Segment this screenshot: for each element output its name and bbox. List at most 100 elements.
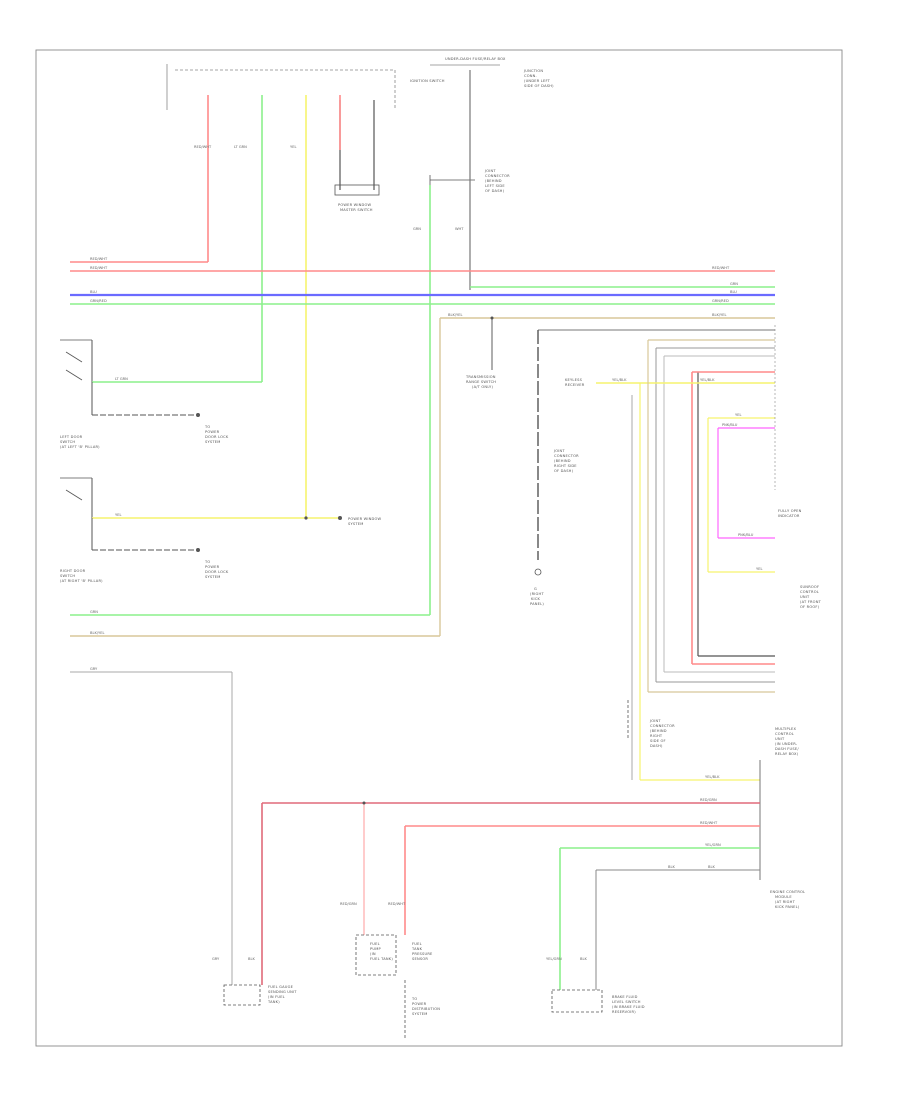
svg-text:PANEL): PANEL) — [530, 602, 544, 606]
svg-text:SENDING UNIT: SENDING UNIT — [268, 990, 297, 994]
svg-text:(AT RIGHT: (AT RIGHT — [775, 900, 796, 904]
label-wire-red-wht-v: RED/WHT — [194, 145, 212, 149]
label-joint-conn-1: JOINT CONNECTOR (BEHIND LEFT SIDE OF DAS… — [484, 169, 510, 193]
svg-text:CONTROL: CONTROL — [800, 590, 819, 594]
label-wire-gry-v2: GRY — [212, 957, 220, 961]
svg-text:KICK PANEL): KICK PANEL) — [775, 905, 800, 909]
svg-text:POWER: POWER — [205, 565, 220, 569]
svg-text:UNIT: UNIT — [800, 595, 810, 599]
label-wire-blk-v3: BLK — [580, 957, 587, 961]
label-wire-blk-v2: BLK — [248, 957, 255, 961]
label-wire-gry-lower: GRY — [90, 667, 98, 671]
right-door-switch — [60, 477, 342, 552]
svg-text:RECEIVER: RECEIVER — [565, 383, 585, 387]
svg-text:CONNECTOR: CONNECTOR — [650, 724, 675, 728]
label-power-window-sw: POWER WINDOW MASTER SWITCH — [338, 203, 373, 212]
svg-text:G: G — [534, 587, 537, 591]
svg-text:RANGE SWITCH: RANGE SWITCH — [466, 380, 496, 384]
label-wire-yel-blk-mux: YEL/BLK — [705, 775, 720, 779]
svg-text:DOOR LOCK: DOOR LOCK — [205, 570, 229, 574]
svg-text:RELAY BOX): RELAY BOX) — [775, 752, 799, 756]
label-joint-conn-3: JOINT CONNECTOR (BEHIND RIGHT SIDE OF DA… — [649, 719, 675, 748]
svg-text:SYSTEM: SYSTEM — [205, 575, 221, 579]
label-wire-pnk-blu-r: PNK/BLU — [722, 423, 738, 427]
fuel-pump-box — [355, 934, 397, 976]
svg-text:KEYLESS: KEYLESS — [565, 378, 583, 382]
svg-text:OF ROOF): OF ROOF) — [800, 605, 820, 609]
label-wire-pnk-blu-r2: PNK/BLU — [738, 533, 754, 537]
label-sunroof-ctrl: SUNROOF CONTROL UNIT (AT FRONT OF ROOF) — [800, 585, 822, 609]
svg-text:PUMP: PUMP — [370, 947, 381, 951]
label-wire-grn-r: GRN — [730, 282, 738, 286]
label-wire-grn-red-r: GRN/RED — [712, 299, 729, 303]
label-wire-red-wht-b2: RED/WHT — [700, 821, 718, 825]
label-right-door-yel: YEL — [115, 513, 121, 517]
svg-text:OF DASH): OF DASH) — [554, 469, 574, 473]
label-wire-yel-blk-kr: YEL/BLK — [612, 378, 627, 382]
svg-text:(BEHIND: (BEHIND — [650, 729, 667, 733]
svg-text:TRANSMISSION: TRANSMISSION — [465, 375, 496, 379]
svg-text:TANK: TANK — [411, 947, 423, 951]
svg-text:POWER WINDOW: POWER WINDOW — [338, 203, 372, 207]
label-right-door-conn: TO POWER DOOR LOCK SYSTEM — [204, 560, 229, 579]
svg-text:MASTER SWITCH: MASTER SWITCH — [340, 208, 373, 212]
svg-text:POWER WINDOW: POWER WINDOW — [348, 517, 382, 521]
svg-text:(IN BRAKE FLUID: (IN BRAKE FLUID — [612, 1005, 645, 1009]
svg-text:POWER: POWER — [205, 430, 220, 434]
fuel-gauge-box — [223, 984, 261, 1006]
svg-text:FUEL: FUEL — [412, 942, 422, 946]
label-wire-grn-red-h: GRN/RED — [90, 299, 107, 303]
label-multiplex-unit: MULTIPLEX CONTROL UNIT (IN UNDER- DASH F… — [775, 727, 799, 756]
svg-text:INDICATOR: INDICATOR — [778, 514, 800, 518]
svg-text:BRAKE FLUID: BRAKE FLUID — [612, 995, 638, 999]
label-transmission-range: TRANSMISSION RANGE SWITCH (A/T ONLY) — [465, 375, 496, 389]
svg-text:KICK: KICK — [531, 597, 541, 601]
label-wire-blk-b: BLK — [668, 865, 675, 869]
label-wire-yel-r: YEL — [735, 413, 741, 417]
svg-text:SENSOR: SENSOR — [412, 957, 428, 961]
svg-text:MODULE: MODULE — [775, 895, 792, 899]
label-wire-ltgrn-v: LT GRN — [234, 145, 247, 149]
label-fully-pin: FULLY OPEN INDICATOR — [778, 509, 801, 518]
svg-text:(AT RIGHT 'B' PILLAR): (AT RIGHT 'B' PILLAR) — [60, 579, 103, 583]
svg-text:POWER: POWER — [412, 1002, 427, 1006]
svg-text:CONNECTOR: CONNECTOR — [485, 174, 510, 178]
svg-text:CONTROL: CONTROL — [775, 732, 794, 736]
left-door-switch — [60, 339, 262, 417]
svg-text:CONNECTOR: CONNECTOR — [554, 454, 579, 458]
label-wire-yel-blk-r: YEL/BLK — [700, 378, 715, 382]
svg-text:RIGHT DOOR: RIGHT DOOR — [60, 569, 86, 573]
svg-text:(AT FRONT: (AT FRONT — [800, 600, 822, 604]
label-lower-conn: TO POWER DISTRIBUTION SYSTEM — [411, 997, 440, 1016]
label-wire-yel-grn-v: YEL/GRN — [546, 957, 562, 961]
svg-text:SWITCH: SWITCH — [60, 574, 75, 578]
label-wire-blu-r: BLU — [730, 290, 737, 294]
svg-text:SWITCH: SWITCH — [60, 440, 75, 444]
label-engine-ctrl: ENGINE CONTROL MODULE (AT RIGHT KICK PAN… — [770, 890, 805, 909]
label-right-door-switch: RIGHT DOOR SWITCH (AT RIGHT 'B' PILLAR) — [60, 569, 103, 583]
label-wire-red-wht-v2: RED/WHT — [388, 902, 406, 906]
svg-text:(BEHIND: (BEHIND — [554, 459, 571, 463]
label-wire-red-grn-v: RED/GRN — [340, 902, 357, 906]
svg-text:DOOR LOCK: DOOR LOCK — [205, 435, 229, 439]
svg-text:(UNDER LEFT: (UNDER LEFT — [524, 79, 551, 83]
svg-text:SYSTEM: SYSTEM — [412, 1012, 428, 1016]
svg-text:MULTIPLEX: MULTIPLEX — [775, 727, 797, 731]
svg-text:RIGHT: RIGHT — [650, 734, 663, 738]
label-brake-fluid: BRAKE FLUID LEVEL SWITCH (IN BRAKE FLUID… — [612, 995, 645, 1014]
svg-text:SIDE OF DASH): SIDE OF DASH) — [524, 84, 554, 88]
label-wire-blk-yel-lower: BLK/YEL — [90, 631, 105, 635]
svg-text:TO: TO — [204, 560, 210, 564]
label-wire-red-wht-h1: RED/WHT — [90, 257, 108, 261]
label-wire-red-wht-h2: RED/WHT — [90, 266, 108, 270]
label-wire-wht-v: WHT — [455, 227, 464, 231]
svg-text:RESERVOIR): RESERVOIR) — [612, 1010, 636, 1014]
svg-text:DASH FUSE/: DASH FUSE/ — [775, 747, 799, 751]
svg-text:LEFT SIDE: LEFT SIDE — [485, 184, 505, 188]
svg-text:(RIGHT: (RIGHT — [530, 592, 544, 596]
underdash-box-group — [166, 64, 500, 110]
svg-text:SIDE OF: SIDE OF — [650, 739, 666, 743]
svg-text:(IN UNDER-: (IN UNDER- — [775, 742, 798, 746]
label-wire-yel-r2: YEL — [756, 567, 762, 571]
